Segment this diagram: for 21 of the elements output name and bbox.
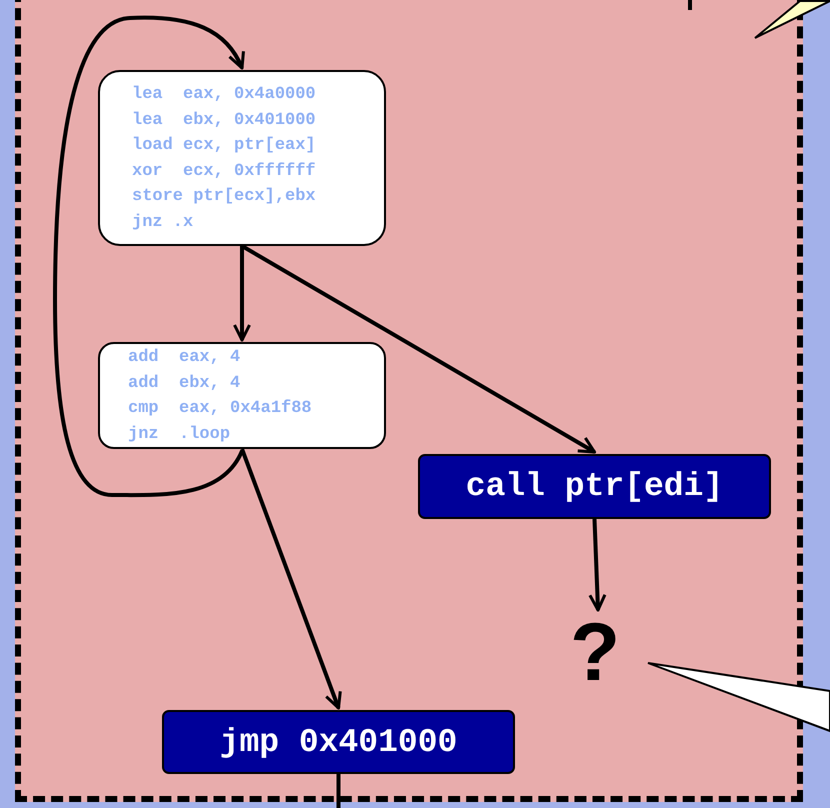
arrow xyxy=(53,16,244,498)
code-line: xor ecx, 0xffffff xyxy=(132,160,317,182)
code-line: add ebx, 4 xyxy=(128,372,242,394)
instruction-box: jmp 0x401000 xyxy=(162,710,515,774)
code-line: jnz .x xyxy=(132,212,194,234)
code-line: cmp eax, 0x4a1f88 xyxy=(128,398,313,420)
arrow xyxy=(240,448,342,710)
code-block xyxy=(98,342,386,449)
connector-line xyxy=(336,774,340,808)
instruction-box: call ptr[edi] xyxy=(418,454,771,519)
code-line: jnz .loop xyxy=(128,424,232,446)
code-line: add eax, 4 xyxy=(128,347,242,369)
question-mark-text: ? xyxy=(570,612,620,694)
code-line: load ecx, ptr[eax] xyxy=(132,135,317,157)
code-block xyxy=(98,70,386,246)
arrow xyxy=(588,518,606,612)
code-line: lea eax, 0x4a0000 xyxy=(132,84,317,106)
arrow xyxy=(241,244,596,454)
code-line: store ptr[ecx],ebx xyxy=(132,186,317,208)
arrow xyxy=(233,246,251,342)
code-line: lea ebx, 0x401000 xyxy=(132,110,317,132)
